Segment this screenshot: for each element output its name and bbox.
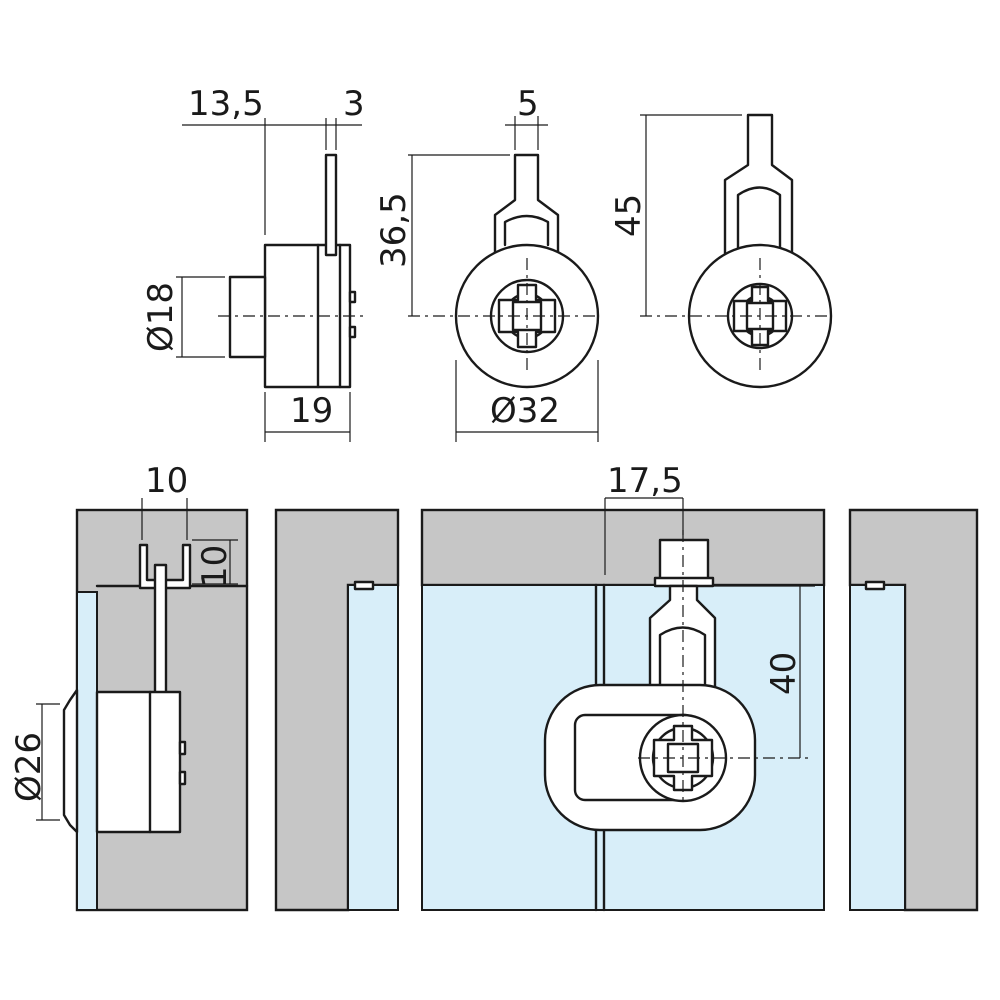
dim-side-length: 19 [290, 391, 333, 431]
dim-rear-height: 45 [609, 194, 649, 237]
dim-install-height: 40 [764, 652, 804, 695]
cabinet-front-elevation: 17,5 40 [274, 461, 979, 912]
rear-view: 45 [609, 113, 833, 389]
dim-side-cam: 3 [343, 84, 365, 124]
dim-side-diameter: Ø18 [141, 282, 181, 352]
dim-install-offset: 17,5 [607, 461, 683, 501]
dim-front-height: 36,5 [374, 192, 414, 268]
front-view: 5 36,5 Ø32 [374, 84, 600, 442]
dim-install-diameter: Ø26 [9, 732, 49, 802]
dim-install-depth: 10 [195, 545, 235, 588]
dim-front-cam-width: 5 [517, 84, 539, 124]
install-side-section: 10 10 Ø26 [9, 461, 249, 912]
dim-front-diameter: Ø32 [490, 391, 560, 431]
side-view: 13,5 3 Ø18 19 [141, 84, 365, 442]
dim-install-width: 10 [145, 461, 188, 501]
dim-side-depth: 13,5 [188, 84, 264, 124]
